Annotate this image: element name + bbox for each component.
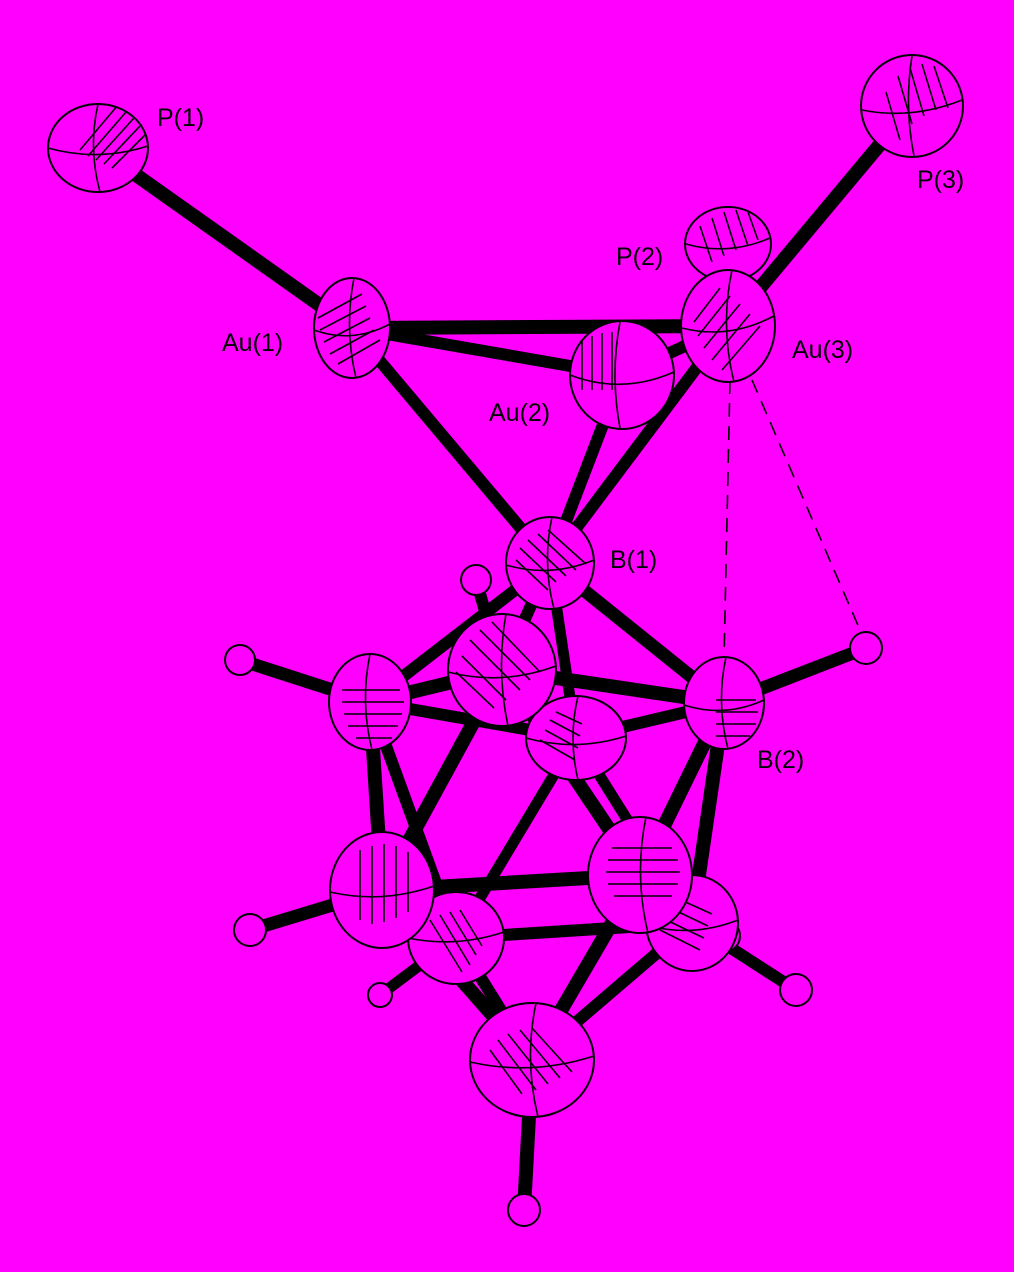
atom-p1: [47, 103, 149, 193]
atom-b-rear-right: [525, 695, 627, 781]
atom-labels: P(1) P(2) P(3) Au(1) Au(2) Au(3) B(1) B(…: [157, 104, 964, 774]
agostic-contact-dashes: [723, 379, 861, 661]
label-au3: Au(3): [792, 336, 853, 364]
bond-au1-b1: [347, 324, 555, 567]
label-p1: P(1): [157, 104, 204, 132]
hydrogen-atom: [507, 1193, 541, 1227]
label-au2: Au(2): [489, 399, 550, 427]
hydrogen-atom: [224, 644, 256, 676]
label-p2: P(2): [616, 243, 663, 271]
hydrogen-atom: [460, 564, 492, 596]
hydrogen-atom: [849, 631, 883, 665]
atom-bottom: [469, 1002, 595, 1118]
atom-bl: [328, 653, 412, 751]
atom-b1: [505, 516, 595, 610]
bond-au1-au3: [351, 319, 729, 335]
hydrogen-atom: [779, 973, 813, 1007]
atom-b2: [683, 656, 765, 750]
hydrogen-atom: [233, 913, 267, 947]
hydrogen-atom: [367, 982, 393, 1008]
label-b1: B(1): [610, 546, 657, 574]
atom-p2: [684, 206, 772, 282]
label-au1: Au(1): [222, 329, 283, 357]
label-b2: B(2): [757, 746, 804, 774]
dashed-contact-au3-h: [751, 379, 861, 631]
label-p3: P(3): [917, 166, 964, 194]
atom-au2: [569, 320, 675, 430]
atom-rl: [587, 816, 693, 934]
atom-p3: [860, 54, 964, 158]
bond-p1-au1: [93, 142, 357, 334]
atom-bc: [447, 613, 557, 727]
atom-ll: [329, 831, 435, 949]
atom-au3: [680, 269, 776, 383]
dashed-contact-au3-b2: [723, 379, 731, 661]
atom-au1: [313, 277, 391, 379]
